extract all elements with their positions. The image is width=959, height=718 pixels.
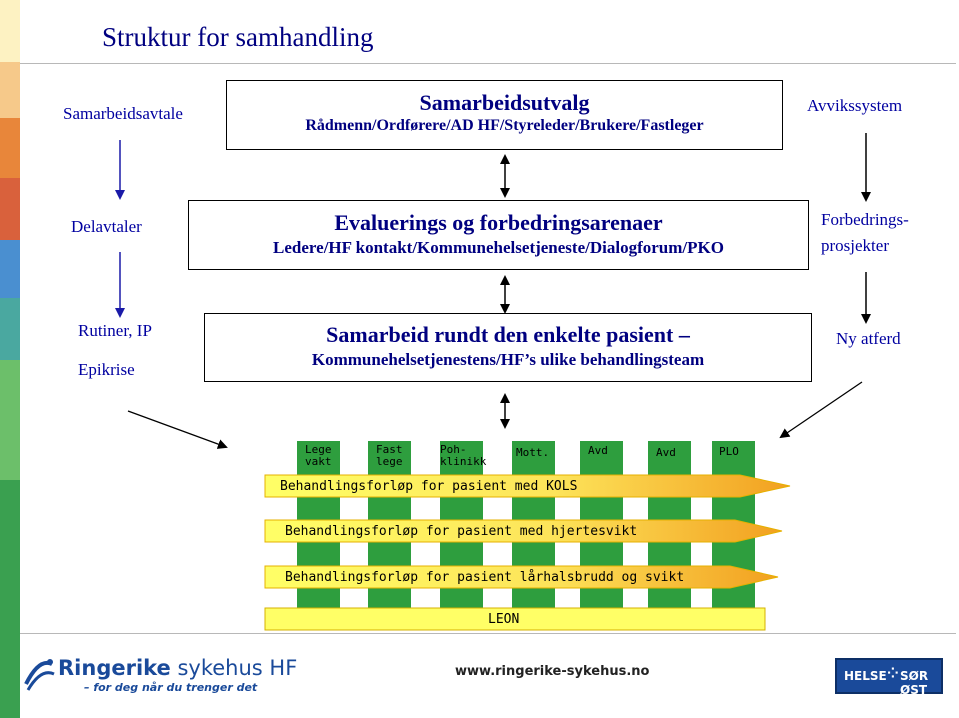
label-forbedrings-line1: Forbedrings- (821, 210, 909, 229)
samarbeidsutvalg-title: Samarbeidsutvalg (419, 90, 590, 115)
badge-dots-icon: ⁘ (887, 666, 899, 682)
samarbeidsutvalg-subtitle: Rådmenn/Ordførere/AD HF/Styreleder/Bruke… (305, 117, 704, 134)
column-header-avd-2: Avd (656, 446, 676, 459)
pathway-arrow-1 (264, 474, 791, 498)
sidebar-strip-1 (0, 0, 20, 62)
badge-left-text: HELSE (844, 669, 887, 683)
sidebar-strip-4 (0, 178, 20, 240)
website-link[interactable]: www.ringerike-sykehus.no (455, 664, 650, 679)
helse-sor-ost-badge: HELSE ⁘ SØR ØST (835, 658, 943, 697)
leon-bar (264, 607, 766, 631)
sidebar-strip-2 (0, 62, 20, 118)
label-avvikssystem: Avvikssystem (807, 96, 903, 115)
sidebar-strip-6 (0, 298, 20, 360)
ringerike-logo-icon (24, 659, 55, 691)
double-arrow-3 (500, 393, 510, 429)
arrow-diagonal-right (779, 381, 863, 439)
column-header-avd-1: Avd (588, 444, 608, 457)
slide-title: Struktur for samhandling (102, 22, 374, 52)
sidebar-strip-7 (0, 360, 20, 480)
sidebar-strip-3 (0, 118, 20, 178)
pathway-label-hjertesvikt: Behandlingsforløp for pasient med hjerte… (285, 524, 638, 539)
samarbeid-subtitle: Kommunehelsetjenestens/HF’s ulike behand… (311, 350, 705, 369)
header-divider (20, 63, 956, 64)
footer-divider (20, 633, 956, 634)
arrow-diagonal-left (127, 410, 228, 449)
pathway-arrow-2 (264, 519, 783, 543)
samarbeid-title: Samarbeid rundt den enkelte pasient – (326, 322, 690, 347)
label-forbedrings-line2: prosjekter (821, 236, 889, 255)
double-arrow-2 (500, 275, 510, 314)
label-samarbeidsavtale: Samarbeidsavtale (63, 104, 183, 123)
pathway-label-kols: Behandlingsforløp for pasient med KOLS (280, 479, 578, 494)
logo-name: Ringerike sykehus HF (58, 656, 298, 680)
box-samarbeid: Samarbeid rundt den enkelte pasient – Ko… (204, 313, 812, 382)
logo-tagline: – for deg når du trenger det (84, 681, 258, 694)
label-delavtaler: Delavtaler (71, 217, 142, 236)
sidebar-strip-5 (0, 240, 20, 298)
pathway-label-larhalsbrudd: Behandlingsforløp for pasient lårhalsbru… (285, 570, 685, 585)
evaluering-title: Evaluerings og forbedringsarenaer (334, 210, 663, 235)
pathway-arrow-3 (264, 565, 779, 589)
label-rutiner: Rutiner, IP (78, 321, 152, 340)
evaluering-subtitle: Ledere/HF kontakt/Kommunehelsetjeneste/D… (273, 238, 724, 257)
label-ny-atferd: Ny atferd (836, 329, 901, 348)
column-header-mottak: Mott. (516, 446, 550, 459)
badge-right-text: SØR ØST (900, 669, 929, 697)
box-samarbeidsutvalg: Samarbeidsutvalg Rådmenn/Ordførere/AD HF… (226, 80, 783, 150)
column-header-plo: PLO (719, 445, 739, 458)
column-header-poliklinikk: Poh-klinikk (440, 443, 487, 468)
double-arrow-1 (500, 154, 510, 198)
sidebar-strip-8 (0, 480, 20, 718)
leon-label: LEON (488, 612, 520, 627)
label-epikrise: Epikrise (78, 360, 135, 379)
box-evaluering: Evaluerings og forbedringsarenaer Ledere… (188, 200, 809, 270)
